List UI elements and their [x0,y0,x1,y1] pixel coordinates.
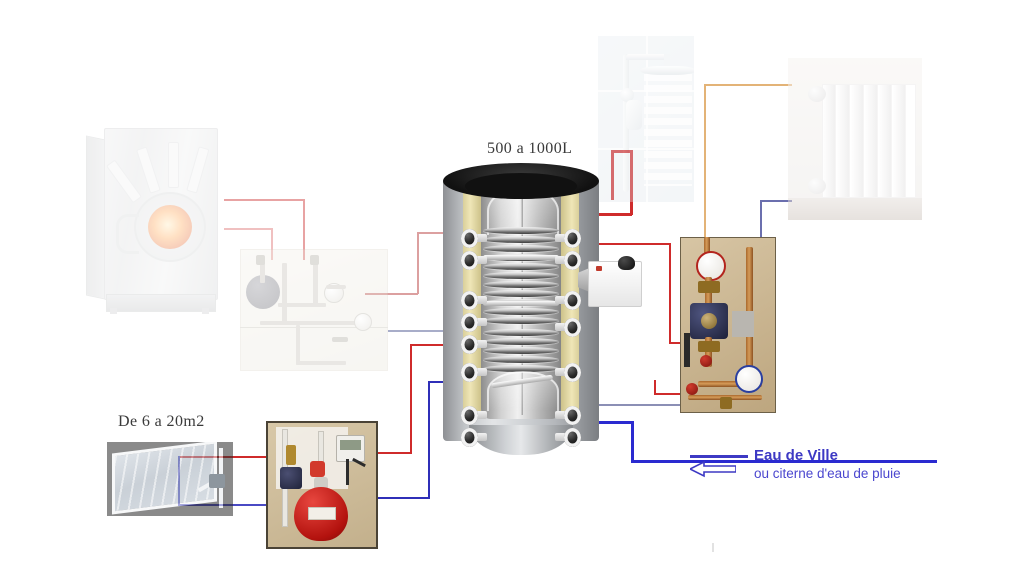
tank-port-stub [555,323,569,331]
tank-port-left-5 [461,335,478,354]
pipe-boiler-return-h1 [224,228,272,230]
pressure-gauge-cold [735,365,763,393]
pipe-mains-h2 [631,460,751,463]
tank-port-right-3 [564,291,581,310]
pump-group-image [240,249,388,371]
rain-shower-head-icon [640,66,694,75]
mains-water-sublabel: ou citerne d'eau de pluie [754,466,901,481]
mains-legend-rule [690,455,748,458]
radiator-top-valve [808,86,826,102]
tank-port-stub [473,318,487,326]
pipe-tank-shower-h2 [612,150,632,153]
tank-port-right-7 [564,428,581,447]
handheld-shower-icon [626,100,642,130]
pipe-solarstation-tank-h2 [410,344,448,346]
tank-port-left-8 [461,428,478,447]
pipe-tank-shower-h1 [596,213,632,216]
mains-flow-arrow-icon [690,460,736,478]
boiler-decor-rays [106,138,210,204]
solar-area-label: De 6 a 20m2 [118,413,205,430]
pipe-pg1-tank-flow-v1 [417,232,419,294]
tank-capacity-label: 500 a 1000L [487,140,573,157]
pipe-pg1-tank-flow-h1 [365,293,418,295]
pipe-mains-h1 [747,460,937,463]
pipe-solarstation-tank-v1 [410,344,412,454]
pipe-mains-h3 [589,421,634,424]
tank-port-left-4 [461,313,478,332]
pipe-shower-drop [611,150,614,200]
solar-circulator-pump [280,467,302,489]
tank-port-right-2 [564,251,581,270]
tank-port-stub [555,234,569,242]
pipe-manifold-tank-return-h1 [590,404,682,406]
solar-safety-valve [310,461,325,477]
solar-controller [336,435,365,462]
buffer-tank [443,163,599,459]
pipe-boiler-return-v1 [271,228,273,260]
tank-port-stub [473,296,487,304]
radiator-bottom-valve [808,178,826,194]
tank-port-left-2 [461,251,478,270]
tank-port-stub [555,296,569,304]
tank-port-left-7 [461,406,478,425]
heating-manifold-image [680,237,776,413]
tank-port-right-6 [564,406,581,425]
boiler-fire-door [134,192,206,262]
shower-image [598,36,694,202]
drain-valve-knob [700,355,712,367]
pipe-radiator-return-h1 [760,200,792,202]
tank-port-stub [555,256,569,264]
tank-port-stub [473,234,487,242]
tank-port-stub [555,411,569,419]
tank-port-stub [473,433,487,441]
radiator-image [788,58,922,220]
tank-port-left-6 [461,363,478,382]
solar-collector-image [107,442,233,516]
fire-flame-icon [148,205,192,249]
tank-top-cutaway [465,173,577,199]
expansion-vessel [294,487,348,541]
tank-port-stub [555,368,569,376]
pipe-solarstation-return-h2 [428,381,448,383]
heater-indicator-led [596,266,602,271]
shower-mixer-valve [620,88,634,102]
pipe-boiler-flow-v1 [303,199,305,260]
pipe-radiator-return-v1 [760,200,762,244]
shower-water-stream [644,74,692,186]
pipe-manifold-red-stub-v [654,380,656,394]
page-artifact-mark [712,543,714,552]
pipe-solarstation-return-h1 [377,497,429,499]
pipe-manifold-red-stub [654,393,682,395]
tank-port-left-1 [461,229,478,248]
tank-port-left-3 [461,291,478,310]
pipe-manifold-radiator-v1 [704,84,706,238]
wood-boiler-image [86,122,224,314]
pipe-pg1-tank-flow-h2 [417,232,449,234]
pipe-tank-manifold-v1 [669,243,671,343]
tank-port-stub [473,340,487,348]
mains-water-label: Eau de Ville [754,447,838,464]
tank-port-right-4 [564,318,581,337]
immersion-heater [578,256,642,309]
pipe-mains-v1 [631,421,634,463]
heating-circulator-pump [690,303,728,339]
pipe-pg1-tank-return-h1 [388,330,448,332]
tank-port-stub [473,256,487,264]
tank-port-right-1 [564,229,581,248]
pipe-boiler-flow-h1 [224,199,304,201]
pipe-tank-shower-v1 [630,150,633,215]
pipe-manifold-radiator-h1 [704,84,792,86]
tank-port-stub [473,411,487,419]
tank-cutaway-interior [481,183,561,419]
solar-station-image [266,421,378,549]
heater-knob-icon [618,256,635,270]
tank-port-stub [555,433,569,441]
boiler-door-handle [116,214,139,254]
pipe-tank-manifold-h1 [596,243,670,245]
pipe-solarstation-return-v1 [428,381,430,499]
tank-port-stub [473,368,487,376]
pipe-solarstation-tank-h1 [377,452,411,454]
tank-port-right-5 [564,363,581,382]
